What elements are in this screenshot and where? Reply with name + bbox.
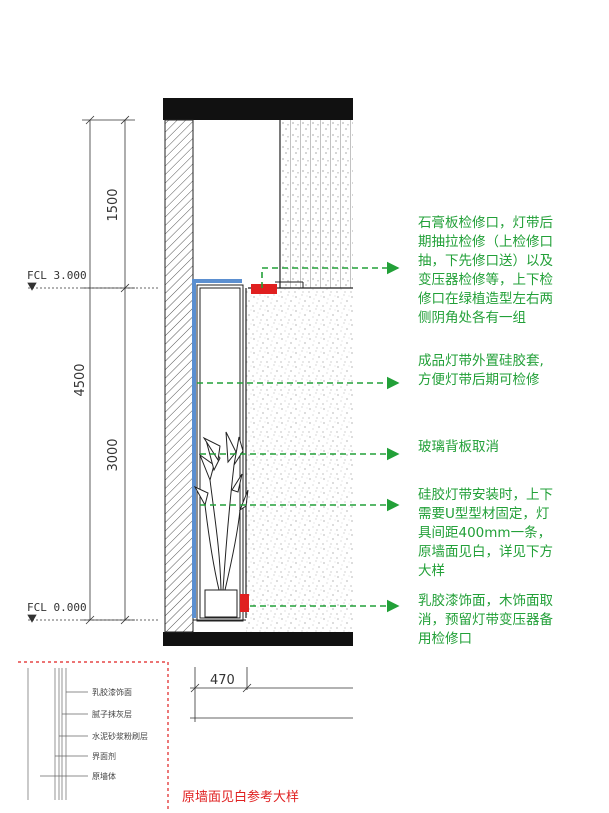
- layer-4: 原墙体: [92, 771, 116, 781]
- wall-hatch: [164, 119, 194, 633]
- note-strip-install: 硅胶灯带安装时，上下 需要U型型材固定，灯 具间距400mm一条， 原墙面见白，…: [418, 487, 553, 579]
- top-access-marker: [251, 284, 277, 294]
- bottom-access-marker: [240, 594, 249, 612]
- layer-0: 乳胶漆饰面: [92, 687, 132, 697]
- note-silicone-sleeve: 成品灯带外置硅胶套, 方便灯带后期可检修: [418, 353, 544, 388]
- dimension-lines: [27, 115, 160, 625]
- layer-2: 水泥砂浆粉刷层: [92, 731, 148, 741]
- reference-detail-box: [18, 661, 169, 810]
- note-latex-finish: 乳胶漆饰面，木饰面取 消，预留灯带变压器备 用检修口: [418, 593, 553, 647]
- layer-1: 腻子抹灰层: [92, 709, 132, 719]
- leader-arrows: [197, 261, 400, 613]
- wall-layers: [27, 668, 88, 800]
- reference-title: 原墙面见白参考大样: [182, 790, 300, 805]
- fcl-top: FCL 3.000: [27, 269, 87, 282]
- note-access-panel: 石膏板检修口，灯带后 期抽拉检修（上检修口 抽，下先修口送）以及 变压器检修等，…: [418, 215, 553, 326]
- bottom-slab: [163, 632, 353, 646]
- note-glass-cancel: 玻璃背板取消: [418, 439, 499, 455]
- plan-dimension: [190, 667, 353, 722]
- layer-3: 界面剂: [92, 751, 116, 761]
- dim-4500: 4500: [73, 363, 88, 396]
- led-strip: [192, 279, 242, 618]
- top-slab: [163, 98, 353, 120]
- plant-pot: [204, 589, 238, 618]
- stucco-wall: [246, 288, 353, 618]
- dim-470: 470: [210, 673, 235, 688]
- dim-1500: 1500: [106, 188, 121, 221]
- fcl-bottom: FCL 0.000: [27, 601, 87, 614]
- gypsum-panel: [280, 120, 353, 288]
- dim-3000: 3000: [106, 438, 121, 471]
